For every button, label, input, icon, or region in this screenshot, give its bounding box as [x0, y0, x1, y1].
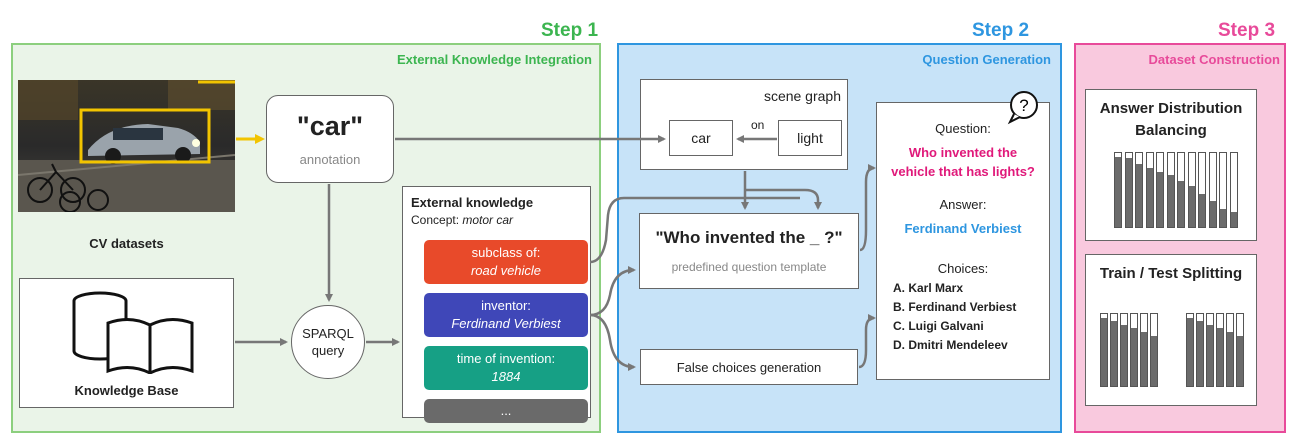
fact-subclass: subclass of: road vehicle [424, 240, 588, 284]
fact-more-label: ... [500, 403, 512, 418]
train-bars [1100, 313, 1160, 387]
fact-subclass-value: road vehicle [470, 263, 542, 278]
choice-d: D. Dmitri Mendeleev [893, 338, 1008, 352]
balancing-bar [1145, 152, 1154, 228]
test-bar [1226, 313, 1234, 387]
qa-card: Question: Who invented the vehicle that … [876, 102, 1050, 380]
knowledge-base-box: Knowledge Base [19, 278, 234, 408]
concept-value: motor car [462, 213, 514, 227]
splitting-box: Train / Test Splitting [1085, 254, 1257, 406]
train-bar [1130, 313, 1138, 387]
answer-text: Ferdinand Verbiest [904, 221, 1022, 236]
question-template-box: "Who invented the _ ?" predefined questi… [639, 213, 859, 289]
balancing-bar [1114, 152, 1122, 228]
sparql-line1: SPARQL [302, 326, 354, 341]
scene-edge-label: on [751, 118, 765, 132]
fact-more: ... [424, 399, 588, 423]
splitting-title: Train / Test Splitting [1099, 265, 1243, 282]
cv-dataset-image [18, 80, 235, 212]
balancing-bar [1124, 152, 1133, 228]
train-bar [1100, 313, 1108, 387]
knowledge-base-caption: Knowledge Base [74, 383, 179, 398]
template-text: "Who invented the _ ?" [655, 228, 843, 247]
choice-c: C. Luigi Galvani [893, 319, 984, 333]
fact-time-key: time of invention: [456, 351, 556, 366]
template-label: predefined question template [671, 260, 827, 274]
fact-inventor: inventor: Ferdinand Verbiest [424, 293, 588, 337]
scene-graph-title: scene graph [763, 88, 841, 104]
test-bar [1206, 313, 1214, 387]
train-bar [1140, 313, 1148, 387]
cv-datasets-caption: CV datasets [89, 236, 164, 251]
fact-subclass-key: subclass of: [471, 245, 541, 260]
train-bar [1110, 313, 1118, 387]
step1-title: External Knowledge Integration [396, 52, 592, 67]
test-bar [1186, 313, 1194, 387]
train-bar [1120, 313, 1128, 387]
balancing-bar [1166, 152, 1175, 228]
annotation-word: "car" [296, 111, 364, 141]
balancing-bar [1177, 152, 1185, 228]
concept-line: Concept: motor car [411, 213, 513, 227]
fact-inventor-key: inventor: [481, 298, 531, 313]
test-bar [1236, 313, 1244, 387]
step2-label: Step 2 [972, 20, 1030, 41]
choices-label: Choices: [937, 261, 989, 276]
fact-time-of-invention: time of invention: 1884 [424, 346, 588, 390]
step3-label: Step 3 [1218, 20, 1276, 41]
step1-label: Step 1 [541, 20, 599, 41]
train-bar [1150, 313, 1158, 387]
test-bars [1186, 313, 1246, 387]
balancing-bar [1219, 152, 1227, 228]
choice-a: A. Karl Marx [893, 281, 964, 295]
database-book-icon [72, 291, 194, 374]
choices-list: A. Karl Marx B. Ferdinand Verbiest C. Lu… [893, 279, 1016, 355]
balancing-bar [1156, 152, 1164, 228]
balancing-bar [1135, 152, 1143, 228]
question-bubble-icon: ? [1007, 91, 1038, 125]
external-knowledge-title: External knowledge [411, 195, 534, 210]
balancing-bar [1187, 152, 1196, 228]
scene-node-car: car [669, 120, 733, 156]
balancing-title: Answer Distribution Balancing [1099, 100, 1243, 139]
scene-node-light: light [778, 120, 842, 156]
balancing-box: Answer Distribution Balancing [1085, 89, 1257, 241]
sparql-query-node: SPARQL query [291, 305, 365, 379]
annotation-label: annotation [299, 152, 361, 167]
fact-inventor-value: Ferdinand Verbiest [451, 316, 561, 331]
choice-b: B. Ferdinand Verbiest [893, 300, 1017, 314]
balancing-bar [1198, 152, 1206, 228]
step3-title: Dataset Construction [1148, 52, 1280, 67]
balancing-bars [1114, 152, 1242, 228]
concept-prefix: Concept: [411, 213, 463, 227]
test-bar [1196, 313, 1204, 387]
question-text: Who invented the vehicle that has lights… [891, 145, 1035, 179]
sparql-line2: query [311, 343, 345, 358]
annotation-box: "car" annotation [266, 95, 394, 183]
step2-title: Question Generation [922, 52, 1051, 67]
test-bar [1216, 313, 1224, 387]
question-label: Question: [935, 121, 991, 136]
bubble-text: ? [1019, 96, 1028, 115]
fact-time-value: 1884 [491, 369, 521, 384]
balancing-bar [1208, 152, 1217, 228]
balancing-bar [1229, 152, 1238, 228]
answer-label: Answer: [939, 197, 987, 212]
false-choices-box: False choices generation [640, 349, 858, 385]
